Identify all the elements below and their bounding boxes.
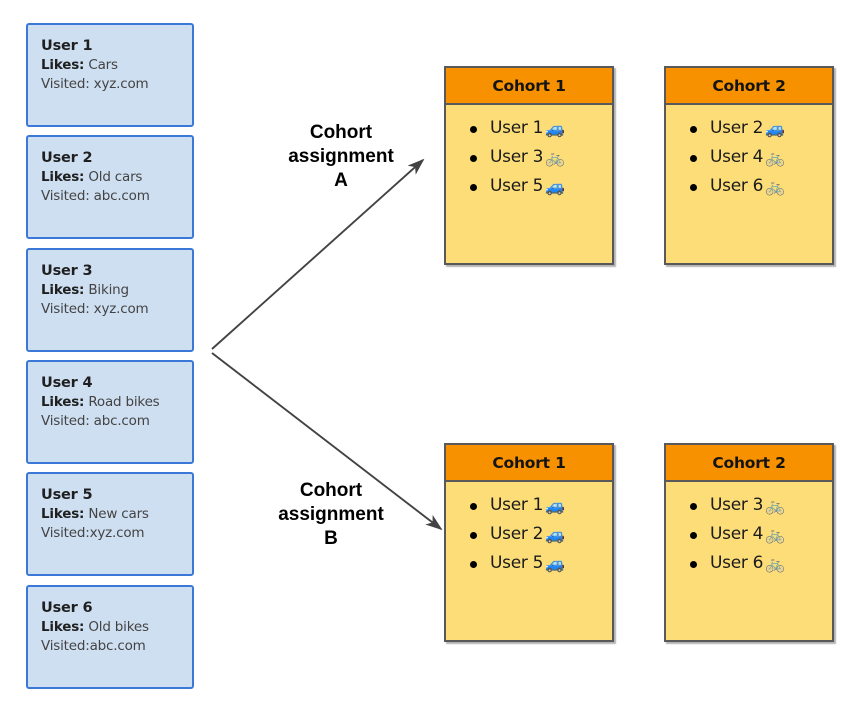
member-name: User 5: [490, 176, 544, 196]
cohort-body: User 3🚲 User 4🚲 User 6🚲: [666, 482, 832, 640]
member-name: User 6: [710, 176, 764, 196]
user-card-4: User 4 Likes: Road bikes Visited: abc.co…: [26, 360, 194, 464]
user-likes: Likes: Old bikes: [41, 618, 192, 637]
likes-value: Old cars: [88, 169, 143, 185]
list-item: User 6🚲: [688, 172, 832, 201]
member-name: User 5: [490, 553, 544, 573]
list-item: User 1🚙: [468, 491, 612, 520]
assignment-a-label-line3: A: [334, 170, 348, 191]
assignment-a-label-line1: Cohort: [309, 122, 373, 143]
list-item: User 3🚲: [468, 143, 612, 172]
list-item: User 1🚙: [468, 114, 612, 143]
user-likes: Likes: New cars: [41, 505, 192, 524]
assignment-a-label-line2: assignment: [288, 146, 394, 167]
cohort-member-list: User 1🚙 User 2🚙 User 5🚙: [446, 491, 612, 578]
bicycle-icon: 🚲: [765, 496, 785, 515]
likes-value: New cars: [88, 506, 149, 522]
cohort-body: User 1🚙 User 3🚲 User 5🚙: [446, 105, 612, 263]
user-likes: Likes: Road bikes: [41, 393, 192, 412]
bicycle-icon: 🚲: [765, 525, 785, 544]
cohort-body: User 2🚙 User 4🚲 User 6🚲: [666, 105, 832, 263]
member-name: User 3: [490, 147, 544, 167]
likes-value: Road bikes: [88, 394, 160, 410]
bicycle-icon: 🚲: [765, 177, 785, 196]
list-item: User 4🚲: [688, 520, 832, 549]
user-visited: Visited:abc.com: [41, 638, 146, 654]
cohort-box-a1: Cohort 1 User 1🚙 User 3🚲 User 5🚙: [444, 66, 614, 265]
likes-label: Likes:: [41, 57, 85, 73]
user-card-5: User 5 Likes: New cars Visited:xyz.com: [26, 472, 194, 576]
car-icon: 🚙: [545, 554, 565, 573]
user-likes: Likes: Biking: [41, 281, 192, 300]
member-name: User 3: [710, 495, 764, 515]
bicycle-icon: 🚲: [765, 554, 785, 573]
assignment-b-label: Cohort assignment B: [241, 479, 421, 551]
user-visited: Visited:xyz.com: [41, 525, 145, 541]
list-item: User 6🚲: [688, 549, 832, 578]
list-item: User 3🚲: [688, 491, 832, 520]
likes-value: Cars: [88, 57, 118, 73]
cohort-body: User 1🚙 User 2🚙 User 5🚙: [446, 482, 612, 640]
user-visited: Visited: abc.com: [41, 188, 150, 204]
car-icon: 🚙: [765, 119, 785, 138]
user-card-6: User 6 Likes: Old bikes Visited:abc.com: [26, 585, 194, 689]
user-name: User 4: [41, 375, 93, 391]
member-name: User 1: [490, 118, 544, 138]
cohort-member-list: User 1🚙 User 3🚲 User 5🚙: [446, 114, 612, 201]
likes-label: Likes:: [41, 506, 85, 522]
user-name: User 3: [41, 263, 93, 279]
assignment-b-label-line3: B: [324, 528, 338, 549]
assignment-a-label: Cohort assignment A: [251, 121, 431, 193]
user-visited: Visited: abc.com: [41, 413, 150, 429]
user-card-1: User 1 Likes: Cars Visited: xyz.com: [26, 23, 194, 127]
list-item: User 4🚲: [688, 143, 832, 172]
user-visited: Visited: xyz.com: [41, 76, 149, 92]
car-icon: 🚙: [545, 177, 565, 196]
member-name: User 2: [710, 118, 764, 138]
cohort-member-list: User 2🚙 User 4🚲 User 6🚲: [666, 114, 832, 201]
user-card-2: User 2 Likes: Old cars Visited: abc.com: [26, 135, 194, 239]
likes-value: Biking: [88, 282, 129, 298]
user-likes: Likes: Old cars: [41, 168, 192, 187]
car-icon: 🚙: [545, 119, 565, 138]
list-item: User 5🚙: [468, 172, 612, 201]
user-name: User 5: [41, 487, 93, 503]
member-name: User 4: [710, 147, 764, 167]
member-name: User 4: [710, 524, 764, 544]
member-name: User 6: [710, 553, 764, 573]
cohort-title: Cohort 1: [446, 68, 612, 105]
car-icon: 🚙: [545, 496, 565, 515]
likes-label: Likes:: [41, 169, 85, 185]
list-item: User 2🚙: [688, 114, 832, 143]
bicycle-icon: 🚲: [545, 148, 565, 167]
cohort-title: Cohort 2: [666, 445, 832, 482]
likes-value: Old bikes: [88, 619, 149, 635]
list-item: User 2🚙: [468, 520, 612, 549]
member-name: User 1: [490, 495, 544, 515]
assignment-b-label-line1: Cohort: [299, 480, 363, 501]
car-icon: 🚙: [545, 525, 565, 544]
user-name: User 1: [41, 38, 93, 54]
user-name: User 6: [41, 600, 93, 616]
likes-label: Likes:: [41, 282, 85, 298]
cohort-title: Cohort 1: [446, 445, 612, 482]
member-name: User 2: [490, 524, 544, 544]
likes-label: Likes:: [41, 394, 85, 410]
cohort-box-a2: Cohort 2 User 2🚙 User 4🚲 User 6🚲: [664, 66, 834, 265]
list-item: User 5🚙: [468, 549, 612, 578]
user-likes: Likes: Cars: [41, 56, 192, 75]
user-visited: Visited: xyz.com: [41, 301, 149, 317]
cohort-box-b2: Cohort 2 User 3🚲 User 4🚲 User 6🚲: [664, 443, 834, 642]
user-card-3: User 3 Likes: Biking Visited: xyz.com: [26, 248, 194, 352]
cohort-member-list: User 3🚲 User 4🚲 User 6🚲: [666, 491, 832, 578]
user-name: User 2: [41, 150, 93, 166]
cohort-box-b1: Cohort 1 User 1🚙 User 2🚙 User 5🚙: [444, 443, 614, 642]
bicycle-icon: 🚲: [765, 148, 785, 167]
cohort-title: Cohort 2: [666, 68, 832, 105]
likes-label: Likes:: [41, 619, 85, 635]
assignment-b-label-line2: assignment: [278, 504, 384, 525]
